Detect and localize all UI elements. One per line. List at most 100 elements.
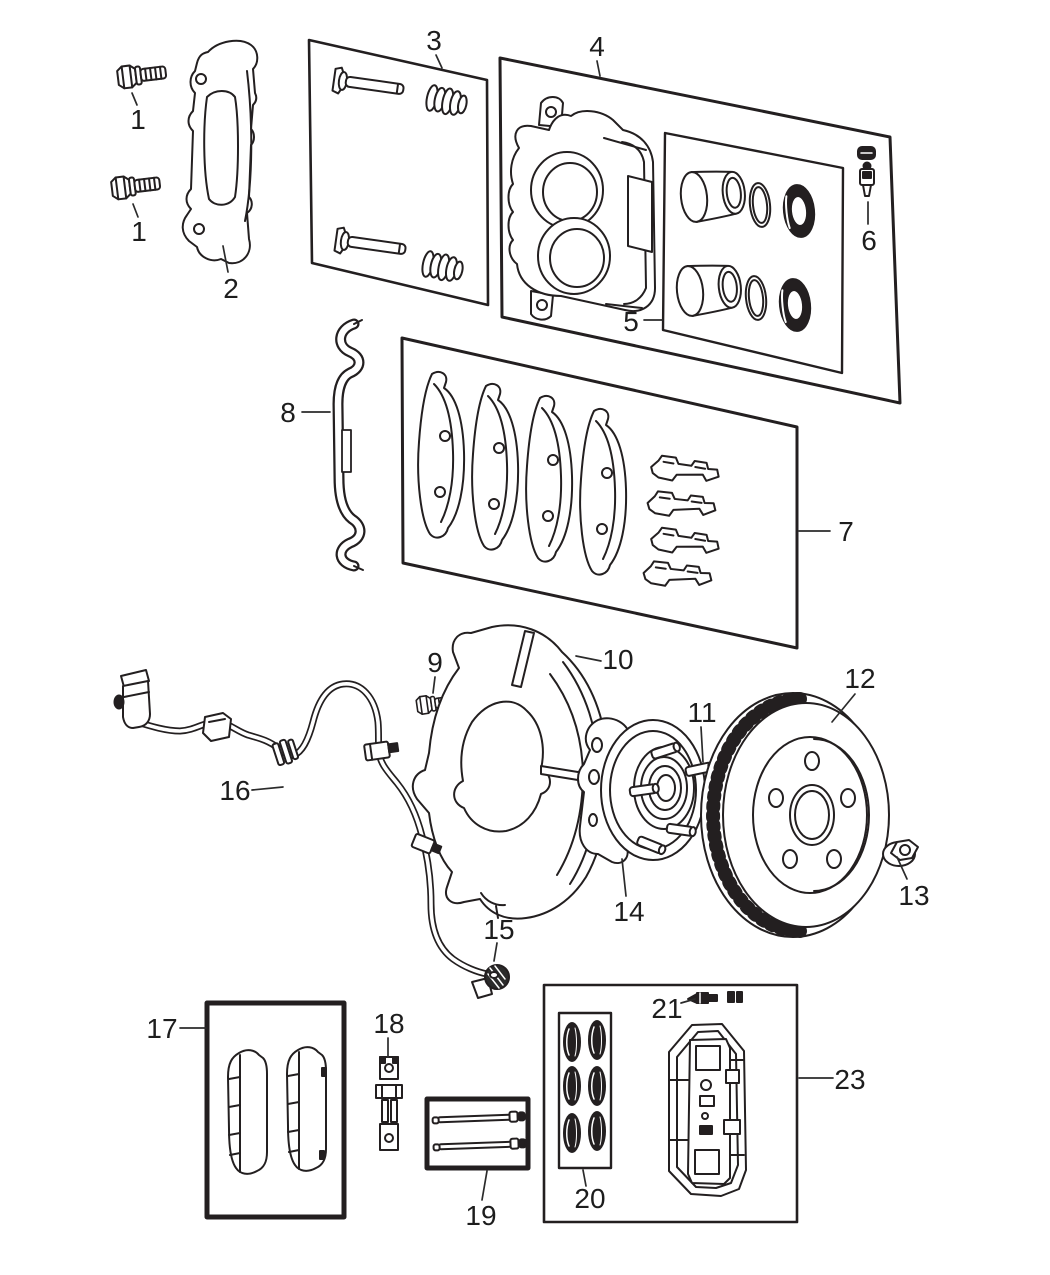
leader-4: [596, 60, 601, 77]
callout-17: 17: [146, 1013, 177, 1044]
callout-1-upper: 1: [130, 104, 146, 135]
piston-seal-kit-5: [673, 165, 818, 334]
box-pin-kit-19: [424, 1096, 531, 1171]
pad-hardware-clip: [649, 526, 721, 557]
leader-1-upper: [131, 92, 138, 106]
guide-pin-kit-3: [331, 65, 470, 285]
callout-18: 18: [373, 1008, 404, 1039]
pad-hardware-clip: [649, 454, 721, 485]
caliper-piston: [677, 165, 749, 225]
callout-16: 16: [219, 775, 250, 806]
wear-sensor-bracket-18: [375, 1056, 403, 1151]
guide-pin-upper: [331, 65, 407, 104]
callout-23: 23: [834, 1064, 865, 1095]
caliper-piston: [673, 259, 745, 319]
pin-kit-19: [431, 1110, 527, 1152]
brake-caliper-4: [507, 96, 656, 321]
box-caliper-kit-4: [498, 56, 902, 405]
box-caliper-kit-23: [542, 983, 799, 1224]
anti-rattle-clip-8: [332, 318, 366, 572]
bleeder-screw-21: [687, 991, 743, 1004]
pad-hardware-clip: [646, 490, 717, 519]
piston-boot: [780, 182, 818, 240]
box-piston-kit-5: [661, 131, 845, 375]
leader-9: [432, 676, 436, 694]
guide-pin-boot-lower: [419, 249, 466, 285]
bleeder-screw-6: [857, 146, 876, 197]
brake-pad: [417, 370, 466, 539]
callout-14: 14: [613, 896, 644, 927]
performance-caliper-23: [668, 1023, 747, 1197]
seal: [562, 1112, 582, 1154]
piston-seal: [746, 181, 774, 229]
leader-2: [222, 245, 229, 273]
piston-seal: [742, 274, 770, 322]
seal: [562, 1065, 582, 1107]
box-seal-kit-20: [557, 1011, 613, 1170]
leader-13: [896, 856, 908, 880]
callout-7: 7: [838, 516, 854, 547]
brake-pad: [227, 1049, 268, 1175]
hub-bearing-14: [577, 717, 717, 864]
guide-pin-boot-upper: [423, 83, 470, 119]
brake-pad: [525, 394, 574, 563]
callout-20: 20: [574, 1183, 605, 1214]
piston-boot: [776, 276, 814, 334]
leader-20: [582, 1169, 587, 1187]
leader-21: [680, 998, 696, 1004]
seal: [587, 1110, 607, 1152]
leader-14: [621, 858, 627, 897]
brake-pad: [579, 407, 628, 576]
caliper-pin: [431, 1110, 526, 1125]
brake-pad-kit-17: [227, 1046, 327, 1175]
seal-kit-20: [562, 1019, 607, 1154]
callout-3: 3: [426, 25, 442, 56]
box-pin-kit-3: [307, 38, 490, 307]
callout-labels: 1 1 2 3 4 5 6 7 8 9 10 11 12 13 14 15 16…: [130, 25, 929, 1231]
leader-16: [251, 786, 284, 791]
callout-10: 10: [602, 644, 633, 675]
callout-9: 9: [427, 647, 443, 678]
brake-pad-set-7: [417, 370, 721, 589]
caliper-adapter-2: [181, 39, 259, 265]
callout-13: 13: [898, 880, 929, 911]
leader-12: [831, 693, 856, 723]
callout-4: 4: [589, 31, 605, 62]
pad-hardware-clip: [642, 560, 713, 589]
callout-8: 8: [280, 397, 296, 428]
box-pad-kit-17: [204, 1000, 347, 1220]
callout-12: 12: [844, 663, 875, 694]
harness-clip: [363, 740, 400, 762]
leader-1-lower: [132, 203, 139, 218]
hub-nut-13: [882, 839, 919, 867]
leader-19: [481, 1170, 488, 1201]
caliper-pin: [432, 1137, 527, 1152]
brake-pad: [471, 382, 520, 551]
box-pad-kit-7: [400, 336, 799, 650]
mounting-bolt-1-lower: [109, 171, 162, 201]
seal: [562, 1021, 582, 1063]
harness-clip: [410, 832, 443, 855]
harness-bracket: [202, 712, 232, 742]
seal: [587, 1065, 607, 1107]
guide-pin-lower: [333, 225, 409, 264]
brake-pad: [286, 1046, 327, 1172]
leader-15: [493, 942, 498, 962]
leader-10: [575, 655, 602, 662]
callout-5: 5: [623, 306, 639, 337]
callout-19: 19: [465, 1200, 496, 1231]
mounting-bolt-1-upper: [115, 60, 168, 90]
callout-1-lower: 1: [131, 216, 147, 247]
abs-harness-16: [113, 669, 491, 978]
leader-3: [435, 54, 443, 69]
leader-11: [700, 726, 704, 763]
callout-21: 21: [651, 993, 682, 1024]
seal: [587, 1019, 607, 1061]
splash-shield-10: [411, 624, 610, 920]
abs-sensor-15: [471, 964, 510, 999]
callout-15: 15: [483, 914, 514, 945]
callout-6: 6: [861, 225, 877, 256]
brake-rotor-12: [700, 692, 890, 938]
harness-grommet: [271, 738, 300, 767]
